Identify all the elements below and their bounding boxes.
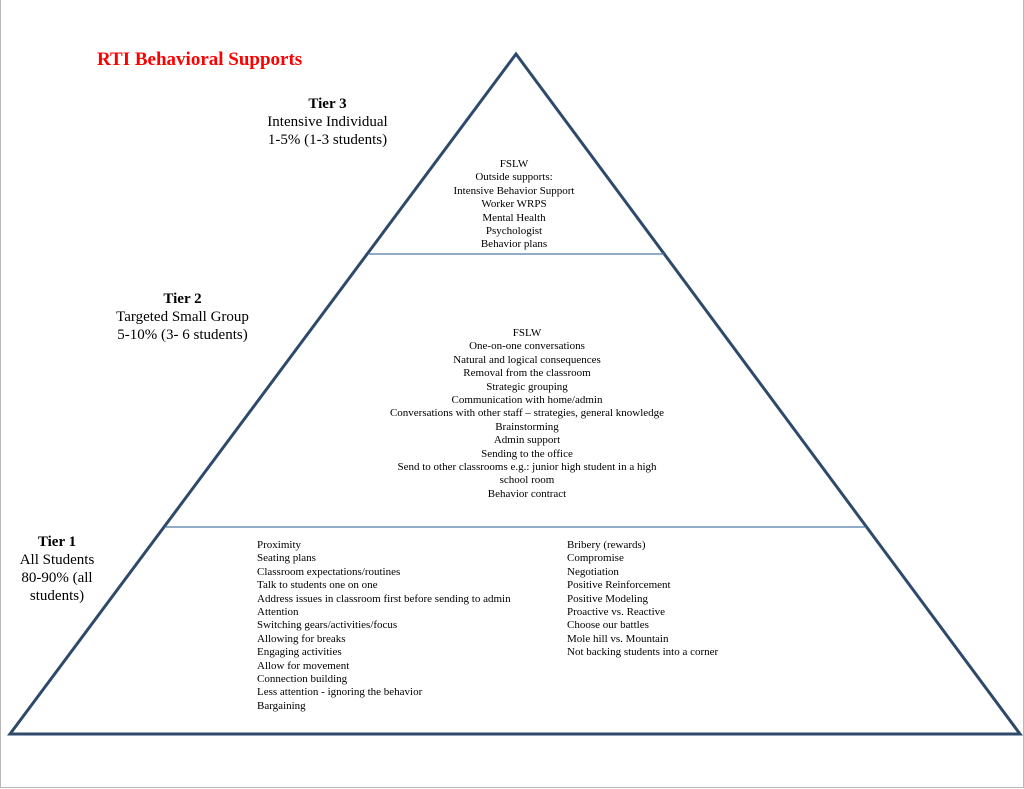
list-item: Sending to the office [481, 447, 573, 460]
list-item: Proximity [257, 539, 302, 551]
list-item: Negotiation [567, 565, 619, 578]
tier2-label: Tier 2 Targeted Small Group 5-10% (3- 6 … [105, 290, 260, 344]
list-item: Attention [257, 606, 299, 619]
tier1-label: Tier 1 All Students 80-90% (all students… [12, 533, 102, 605]
tier1-supports-right-list: Bribery (rewards) Compromise Negotiation… [567, 539, 787, 660]
pyramid-outline [7, 51, 1023, 736]
list-item: Address issues in classroom first before… [257, 592, 511, 605]
list-item: Less attention - ignoring the behavior [257, 686, 423, 699]
list-item: Behavior contract [487, 487, 567, 500]
list-item: Psychologist [485, 225, 543, 238]
list-item: Proactive vs. Reactive [567, 606, 666, 619]
tier3-percentage: 1-5% (1-3 students) [267, 132, 388, 148]
tier1-supports-left-list: Proximity Seating plans Classroom expect… [257, 539, 547, 713]
tier1-description: All Students [19, 552, 95, 568]
list-item: Switching gears/activities/focus [257, 619, 398, 632]
list-item: Choose our battles [567, 619, 649, 632]
list-item: Compromise [567, 552, 624, 565]
list-item: Natural and logical consequences [453, 353, 601, 366]
list-item: Worker WRPS [481, 198, 547, 211]
list-item: Allowing for breaks [257, 632, 346, 645]
tier3-supports-list: FSLW Outside supports: Intensive Behavio… [414, 158, 614, 252]
list-item: Brainstorming [495, 420, 559, 433]
tier1-percentage: 80-90% (all [21, 570, 93, 586]
tier3-description: Intensive Individual [267, 114, 388, 130]
list-item: Connection building [257, 673, 348, 686]
list-item: Send to other classrooms e.g.: junior hi… [397, 461, 657, 474]
list-item: Talk to students one on one [257, 579, 378, 592]
list-item: Seating plans [257, 552, 316, 565]
list-item: Behavior plans [480, 238, 548, 251]
list-item: FSLW [499, 158, 529, 170]
list-item: Mole hill vs. Mountain [567, 632, 669, 645]
list-item: Intensive Behavior Support [453, 184, 575, 197]
tier1-percentage-cont: students) [29, 588, 85, 604]
list-item: school room [499, 474, 555, 487]
page-title: RTI Behavioral Supports [97, 49, 303, 70]
list-item: Not backing students into a corner [567, 646, 719, 659]
list-item: Removal from the classroom [463, 367, 591, 380]
list-item: Positive Reinforcement [567, 579, 671, 592]
list-item: Allow for movement [257, 659, 350, 672]
list-item: Outside supports: [475, 171, 553, 184]
tier2-supports-list: FSLW One-on-one conversations Natural an… [367, 327, 687, 501]
tier2-description: Targeted Small Group [116, 309, 249, 325]
list-item: Bribery (rewards) [567, 539, 646, 551]
list-item: FSLW [512, 327, 542, 339]
tier3-name: Tier 3 [308, 96, 347, 112]
list-item: Engaging activities [257, 646, 342, 659]
list-item: One-on-one conversations [469, 340, 585, 353]
list-item: Positive Modeling [567, 592, 648, 605]
list-item: Classroom expectations/routines [257, 565, 401, 578]
tier3-label: Tier 3 Intensive Individual 1-5% (1-3 st… [255, 95, 400, 149]
list-item: Admin support [493, 434, 561, 447]
list-item: Mental Health [482, 211, 546, 224]
list-item: Bargaining [257, 699, 306, 712]
list-item: Communication with home/admin [451, 394, 603, 407]
list-item: Strategic grouping [486, 380, 568, 393]
tier2-name: Tier 2 [163, 291, 202, 307]
tier2-percentage: 5-10% (3- 6 students) [117, 327, 248, 343]
list-item: Conversations with other staff – strateg… [389, 407, 665, 420]
tier1-name: Tier 1 [37, 534, 77, 550]
